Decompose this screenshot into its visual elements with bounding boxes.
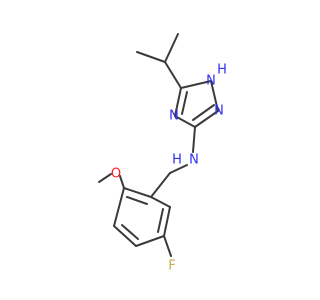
bond-benzene-c4-c5 — [135, 235, 165, 247]
bond-benzene-c2-c3 — [113, 187, 125, 227]
bond-ring-n2-c3-a — [194, 110, 219, 128]
atom-label-n-ring-3: N — [169, 109, 179, 124]
atom-label-nh-ring-h: H — [217, 63, 227, 78]
bond-benzene-c3-c4-a — [113, 225, 137, 247]
atom-label-oxygen: O — [111, 167, 121, 182]
bond-amine-to-ch2 — [169, 164, 188, 174]
bond-oxygen-to-methyl — [98, 173, 112, 183]
bond-ring-n2-c3-b — [192, 104, 215, 121]
bond-benzene-c1-c2-b — [126, 196, 148, 205]
bond-ch2-to-ring — [150, 172, 171, 198]
bond-ring-to-oxygen — [119, 175, 125, 189]
atom-label-amine-n: N — [189, 153, 199, 168]
bond-ring-n4-c5-a — [174, 87, 182, 117]
atom-label-n-ring-1: N — [206, 74, 216, 89]
bond-ring-n1-n2 — [210, 80, 219, 112]
structure-drawing: H N N N N H O F — [98, 33, 227, 274]
bond-ring-n4-c5-b — [181, 91, 188, 115]
bond-benzene-c5-c6-b — [157, 208, 164, 233]
bond-benzene-c6-c1 — [150, 196, 171, 208]
bond-ring-to-fluorine — [163, 235, 172, 257]
bond-benzene-c3-c4-b — [121, 224, 139, 240]
bond-benzene-c5-c6-a — [163, 206, 171, 237]
bond-isopropyl-to-ring — [164, 61, 182, 89]
atom-label-amine-h: H — [172, 153, 182, 168]
bond-isopropyl-methyl-1 — [136, 51, 166, 63]
bond-isopropyl-methyl-2 — [164, 33, 179, 63]
bond-ring-c3-n4 — [174, 115, 196, 128]
bond-benzene-c1-c2-a — [123, 187, 152, 198]
atom-label-fluorine: F — [168, 259, 175, 274]
atom-label-n-ring-2: N — [214, 104, 224, 119]
bond-c3-to-amine — [192, 126, 196, 153]
molecule-diagram: H N N N N H O F — [98, 33, 227, 274]
bond-ring-c5-n1 — [180, 80, 212, 89]
